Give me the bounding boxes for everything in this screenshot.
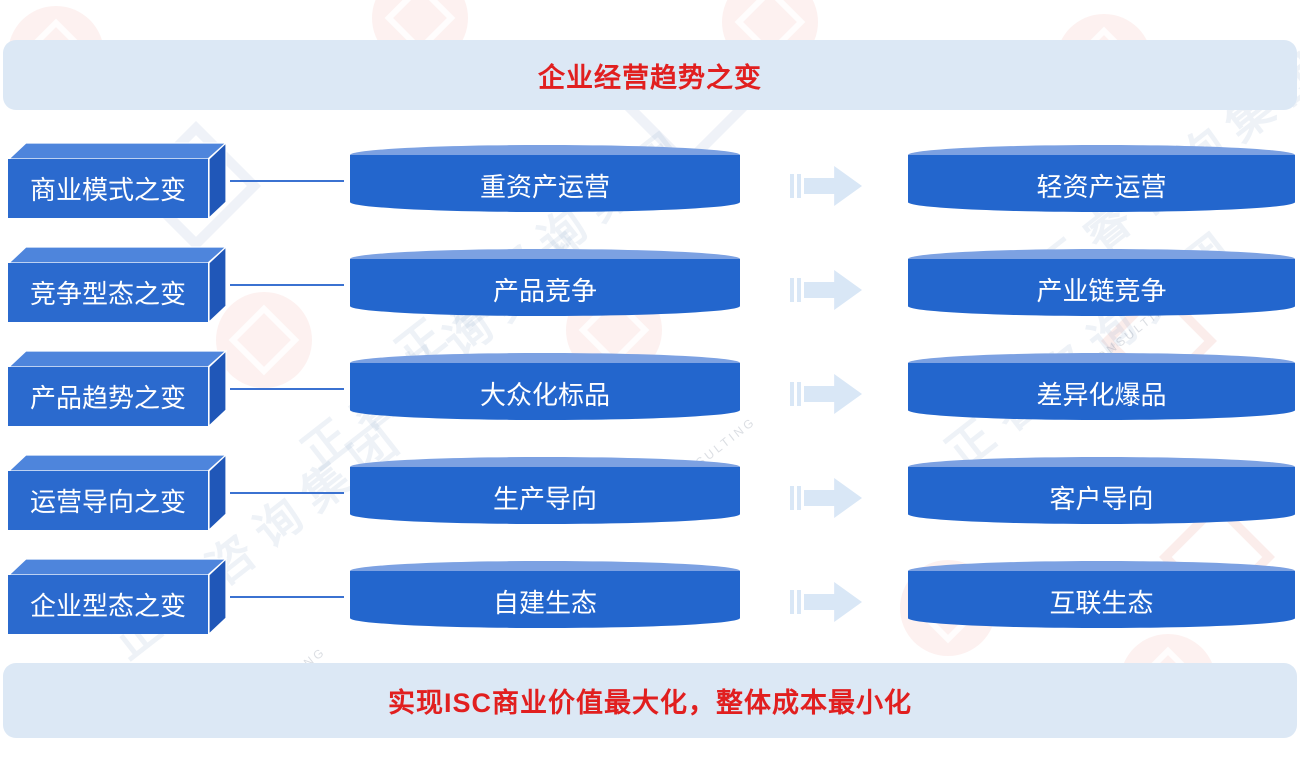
box-3d-shape: [7, 453, 228, 532]
left-topic-label: 运营导向之变: [29, 487, 186, 517]
after-state-label: 产业链竞争: [1036, 275, 1167, 306]
left-topic-label: 企业型态之变: [29, 591, 186, 621]
arrow-stripe: [797, 486, 801, 510]
before-cylinder: 产品竞争: [350, 249, 740, 317]
arrow-stripe: [790, 590, 794, 614]
trend-row: 商业模式之变 重资产运营 轻资产运营: [0, 141, 1300, 221]
after-state-label: 差异化爆品: [1036, 379, 1167, 410]
arrow-stripe: [790, 174, 794, 198]
arrow-right-icon: [790, 166, 864, 206]
before-cylinder: 生产导向: [350, 457, 740, 525]
cylinder-body: [350, 467, 740, 524]
arrow-right-icon: [790, 478, 864, 518]
before-cylinder: 大众化标品: [350, 353, 740, 421]
trend-row: 竞争型态之变 产品竞争 产业链竞争: [0, 245, 1300, 325]
connector-line: [230, 180, 344, 182]
arrow-right-icon: [790, 582, 864, 622]
arrow-head: [804, 270, 862, 310]
left-topic-label: 商业模式之变: [29, 175, 186, 205]
after-cylinder: 轻资产运营: [908, 145, 1295, 213]
left-topic-box: 产品趋势之变: [6, 349, 228, 428]
arrow-stripe: [797, 174, 801, 198]
cylinder-body: [908, 467, 1295, 524]
connector-line: [230, 388, 344, 390]
arrow-stripe: [797, 278, 801, 302]
left-topic-box: 运营导向之变: [6, 453, 228, 532]
arrow-head: [804, 582, 862, 622]
cylinder-body: [908, 363, 1295, 420]
arrow-head: [804, 478, 862, 518]
cylinder-body: [908, 571, 1295, 628]
after-cylinder: 互联生态: [908, 561, 1295, 629]
arrow-head: [804, 374, 862, 414]
left-topic-box: 竞争型态之变: [6, 245, 228, 324]
trend-row: 企业型态之变 自建生态 互联生态: [0, 557, 1300, 637]
before-state-label: 重资产运营: [479, 171, 610, 202]
left-topic-label: 竞争型态之变: [29, 279, 186, 309]
before-state-label: 自建生态: [492, 587, 597, 618]
arrow-stripe: [790, 278, 794, 302]
arrow-stripe: [790, 486, 794, 510]
conclusion-text: 实现ISC商业价值最大化，整体成本最小化: [387, 688, 912, 718]
footer-banner: 实现ISC商业价值最大化，整体成本最小化: [3, 663, 1297, 738]
left-topic-box: 商业模式之变: [6, 141, 228, 220]
after-state-label: 客户导向: [1049, 483, 1154, 514]
before-cylinder: 自建生态: [350, 561, 740, 629]
cylinder-body: [350, 571, 740, 628]
arrow-right-icon: [790, 374, 864, 414]
before-cylinder: 重资产运营: [350, 145, 740, 213]
trend-row: 产品趋势之变 大众化标品 差异化爆品: [0, 349, 1300, 429]
trend-row: 运营导向之变 生产导向 客户导向: [0, 453, 1300, 533]
after-cylinder: 客户导向: [908, 457, 1295, 525]
before-state-label: 产品竞争: [492, 275, 597, 306]
box-3d-shape: [7, 349, 228, 428]
arrow-stripe: [790, 382, 794, 406]
after-state-label: 轻资产运营: [1036, 171, 1167, 202]
after-cylinder: 差异化爆品: [908, 353, 1295, 421]
before-state-label: 大众化标品: [479, 379, 610, 410]
connector-line: [230, 492, 344, 494]
after-state-label: 互联生态: [1049, 587, 1154, 618]
header-banner: 企业经营趋势之变: [3, 40, 1297, 110]
arrow-stripe: [797, 382, 801, 406]
left-topic-label: 产品趋势之变: [29, 383, 186, 413]
cylinder-body: [350, 363, 740, 420]
left-topic-box: 企业型态之变: [6, 557, 228, 636]
box-3d-shape: [7, 245, 228, 324]
after-cylinder: 产业链竞争: [908, 249, 1295, 317]
box-3d-shape: [7, 557, 228, 636]
box-3d-shape: [7, 141, 228, 220]
arrow-head: [804, 166, 862, 206]
cylinder-body: [350, 155, 740, 212]
cylinder-body: [350, 259, 740, 316]
cylinder-body: [908, 259, 1295, 316]
arrow-stripe: [797, 590, 801, 614]
before-state-label: 生产导向: [492, 483, 597, 514]
page-title: 企业经营趋势之变: [538, 62, 762, 93]
connector-line: [230, 596, 344, 598]
connector-line: [230, 284, 344, 286]
arrow-right-icon: [790, 270, 864, 310]
cylinder-body: [908, 155, 1295, 212]
